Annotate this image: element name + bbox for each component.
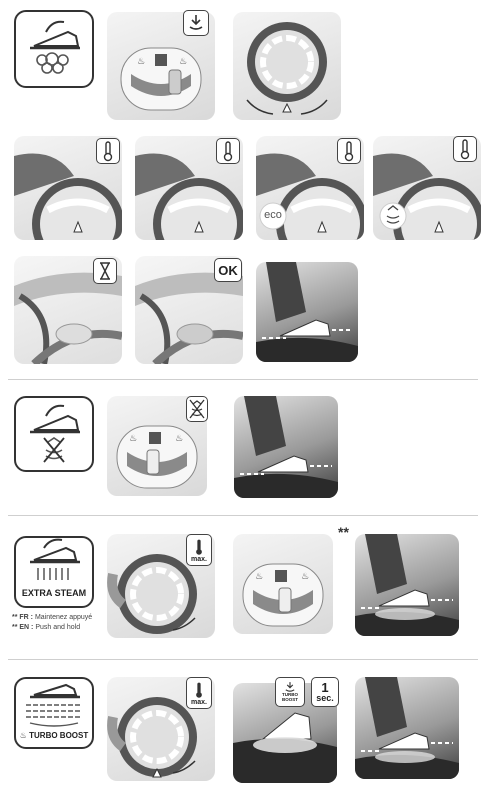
note-en-prefix: ** EN : bbox=[12, 624, 34, 631]
hourglass-badge bbox=[93, 258, 117, 284]
turbo-ironing-result-panel bbox=[355, 677, 459, 779]
thermometer-badge-3 bbox=[337, 138, 361, 164]
ironing-with-steam-panel bbox=[256, 262, 358, 362]
svg-text:♨: ♨ bbox=[129, 434, 137, 444]
thermometer-icon bbox=[460, 139, 470, 160]
section-divider-3 bbox=[8, 659, 478, 660]
steam-iron-icon bbox=[26, 683, 82, 727]
push-hold-marker: ** bbox=[338, 524, 349, 540]
one-second-badge: 1 sec. bbox=[311, 677, 339, 707]
turbo-boost-label: ♨ TURBO BOOST bbox=[19, 731, 89, 740]
steam-icon bbox=[386, 205, 400, 224]
section-divider-1 bbox=[8, 379, 478, 380]
temperature-setting-panel-2 bbox=[135, 136, 243, 240]
ok-label: OK bbox=[218, 262, 238, 278]
steam-boost-icon bbox=[189, 15, 203, 30]
thermometer-badge-2 bbox=[216, 138, 240, 164]
steam-iron-icon-box bbox=[14, 10, 94, 88]
hourglass-icon bbox=[100, 262, 110, 280]
note-en-text: Push and hold bbox=[35, 624, 81, 631]
thermometer-icon bbox=[103, 141, 113, 162]
section-divider-2 bbox=[8, 515, 478, 516]
temperature-dial-panel bbox=[233, 12, 341, 120]
extra-steam-label: EXTRA STEAM bbox=[21, 588, 87, 598]
thermometer-icon bbox=[344, 141, 354, 162]
sec-label: sec. bbox=[316, 693, 334, 703]
one-label: 1 bbox=[321, 680, 329, 695]
thermometer-icon bbox=[223, 141, 233, 162]
temperature-setting-panel-eco bbox=[256, 136, 364, 240]
dry-ironing-icon-box bbox=[14, 396, 94, 472]
steam-boost-badge bbox=[183, 10, 209, 36]
note-fr: ** FR : Maintenez appuyé bbox=[12, 614, 92, 621]
note-fr-text: Maintenez appuyé bbox=[34, 614, 93, 621]
no-steam-badge bbox=[186, 396, 208, 422]
extra-steam-selector-panel: ♨ ♨ bbox=[233, 534, 333, 634]
temperature-setting-panel-steam bbox=[373, 136, 481, 240]
turbo-boost-small-label: TURBO BOOST bbox=[281, 692, 298, 702]
turbo-boost-badge: TURBO BOOST bbox=[275, 677, 305, 707]
no-steam-icon bbox=[30, 404, 80, 463]
ok-badge: OK bbox=[214, 258, 242, 282]
svg-text:♨: ♨ bbox=[175, 434, 183, 444]
dry-ironing-panel bbox=[234, 396, 338, 498]
thermometer-icon bbox=[196, 682, 202, 698]
max-temperature-badge-1: max. bbox=[186, 534, 212, 566]
svg-text:♨: ♨ bbox=[301, 572, 309, 582]
extra-steam-icon-box: EXTRA STEAM bbox=[14, 536, 94, 608]
max-temperature-badge-2: max. bbox=[186, 677, 212, 709]
thermometer-badge-4 bbox=[453, 136, 477, 162]
note-fr-prefix: ** FR : bbox=[12, 614, 33, 621]
no-steam-icon bbox=[189, 399, 205, 419]
max-temperature-dial-panel-1 bbox=[107, 534, 215, 638]
max-label-2: max. bbox=[191, 698, 207, 706]
note-en: ** EN : Push and hold bbox=[12, 624, 80, 631]
steam-boost-icon: ♨ bbox=[19, 731, 27, 740]
thermometer-icon bbox=[196, 539, 202, 555]
turbo-boost-icon-box: ♨ TURBO BOOST bbox=[14, 677, 94, 749]
svg-text:♨: ♨ bbox=[255, 572, 263, 582]
steam-iron-icon bbox=[30, 538, 80, 580]
steam-iron-icon bbox=[30, 20, 80, 74]
max-label-1: max. bbox=[191, 555, 207, 563]
svg-text:♨: ♨ bbox=[179, 57, 187, 67]
thermometer-badge-1 bbox=[96, 138, 120, 164]
steam-boost-icon bbox=[285, 682, 295, 692]
eco-label: eco bbox=[264, 209, 282, 221]
svg-text:♨: ♨ bbox=[137, 57, 145, 67]
extra-steam-ironing-panel bbox=[355, 534, 459, 636]
